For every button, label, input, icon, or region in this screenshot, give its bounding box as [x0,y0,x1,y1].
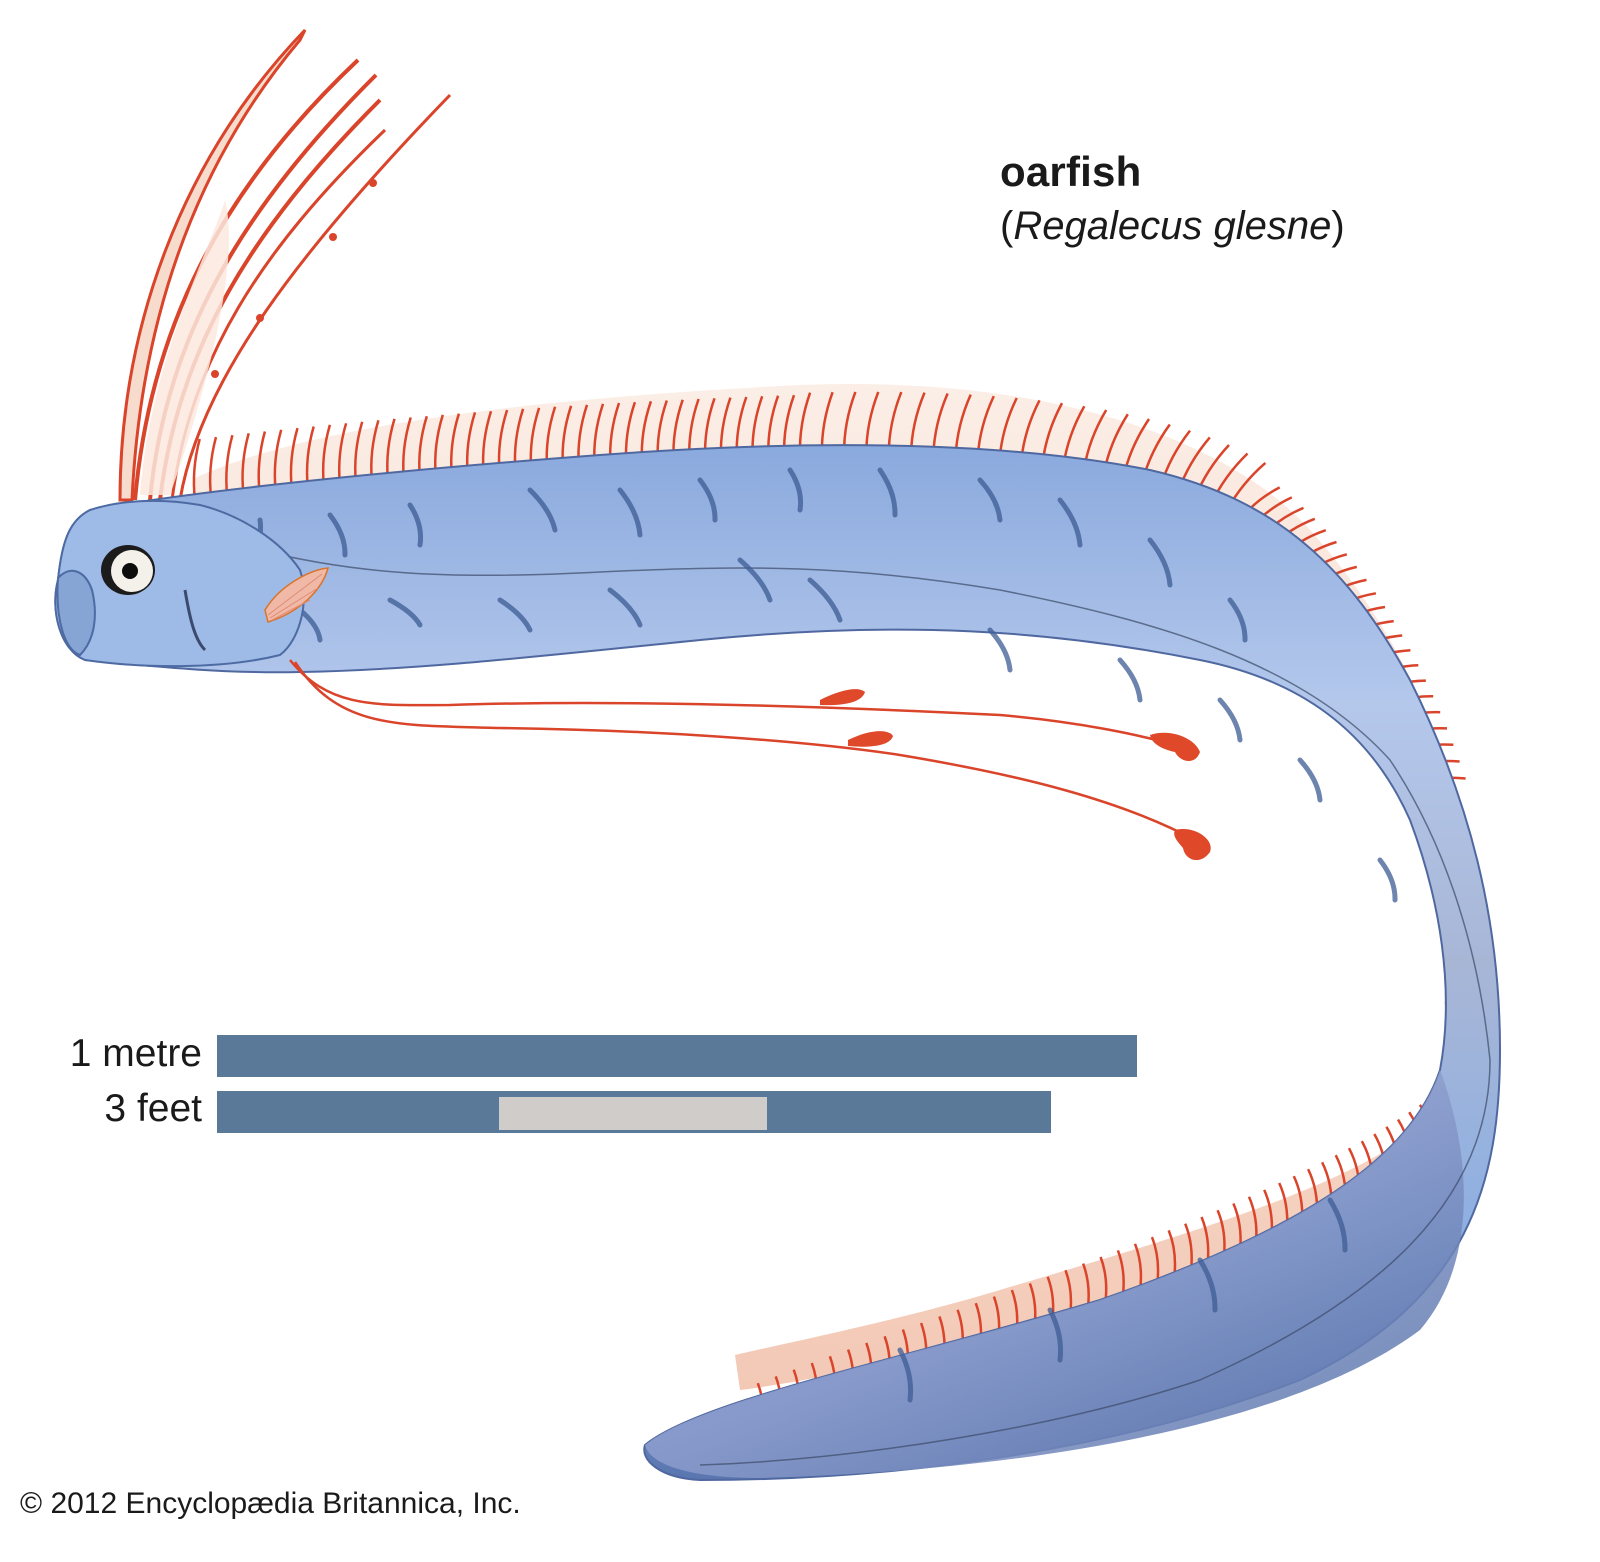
body-mark [1227,597,1248,643]
body-mark [497,597,533,633]
body-mark [1057,497,1083,548]
scientific-name: Regalecus glesne [1013,204,1332,248]
body-mark [1327,1197,1348,1253]
scale-bar-imperial [217,1091,1051,1133]
body-mark [987,627,1013,673]
body-mark [407,502,423,548]
body-mark [1117,657,1143,703]
body-mark [1147,537,1173,588]
body-mark [327,512,348,558]
body-markings [247,467,1398,1403]
body-mark [1197,1257,1218,1313]
body-mark [977,477,1003,523]
body-mark [527,487,558,533]
eye-icon [101,545,155,595]
body-mark [897,1347,913,1403]
pelvic-filament-tips [820,689,1211,861]
crest-icon [118,28,452,502]
common-name: oarfish [1000,148,1142,195]
fish-tail [645,1070,1464,1478]
scale-label-metric: 1 metre [69,1032,202,1075]
body-mark [1297,757,1323,803]
body-mark [607,587,643,628]
body-mark [1377,857,1398,903]
body-mark [807,577,843,623]
lateral-line [239,544,1491,1466]
body-mark [387,597,423,628]
open-paren: ( [1000,204,1014,248]
scale-bar-metric [217,1035,1137,1077]
body-mark [787,467,803,513]
body-mark [1047,1307,1063,1363]
body-mark [697,477,718,523]
body-mark [737,557,773,603]
scale-bar-imperial-inset [498,1097,768,1130]
body-mark [877,467,898,518]
copyright: © 2012 Encyclopædia Britannica, Inc. [20,1487,521,1520]
fish-head [54,499,305,668]
scientific-name-line: (Regalecus glesne) [1000,204,1345,249]
pelvic-filament-icon [289,659,1196,842]
body-mark [1217,697,1243,743]
pectoral-fin-icon [264,567,330,623]
scale-label-imperial: 3 feet [104,1087,202,1130]
body-mark [617,487,643,538]
close-paren: ) [1331,204,1345,248]
